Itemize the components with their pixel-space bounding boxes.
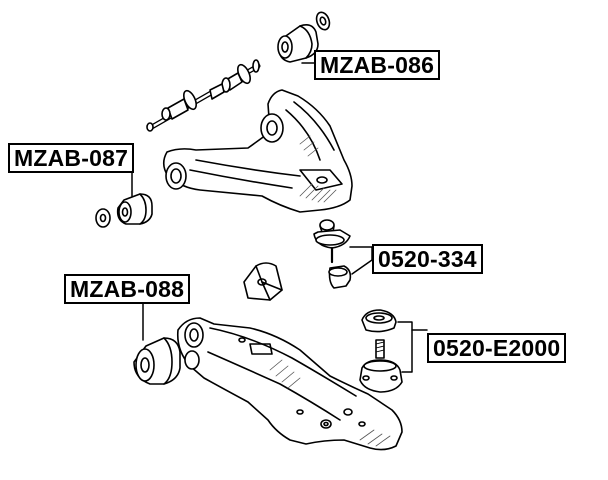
- part-label-mzab-088[interactable]: MZAB-088: [64, 274, 191, 304]
- upper-pivot-shaft: [146, 11, 331, 132]
- upper-ball-joint-334: [313, 219, 352, 289]
- bump-stop: [243, 262, 283, 301]
- lower-bushing-088: [133, 337, 181, 385]
- lower-control-arm: [176, 317, 403, 451]
- part-label-0520-334[interactable]: 0520-334: [372, 244, 483, 274]
- front-bushing-087: [95, 193, 153, 228]
- part-label-0520-e2000[interactable]: 0520-E2000: [427, 333, 567, 363]
- lower-ball-joint-e2000: [359, 309, 403, 393]
- part-label-mzab-086[interactable]: MZAB-086: [314, 50, 441, 80]
- upper-control-arm: [162, 89, 353, 213]
- part-label-mzab-087[interactable]: MZAB-087: [8, 143, 135, 173]
